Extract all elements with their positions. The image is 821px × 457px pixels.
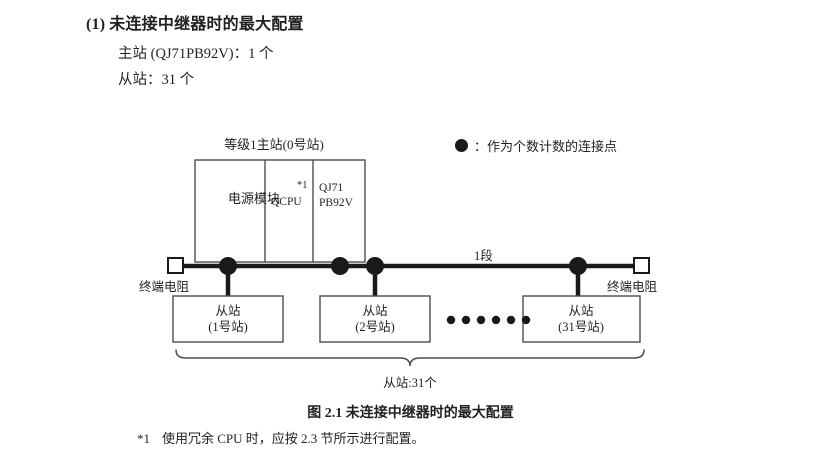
terminator-right-label: 终端电阻 — [607, 280, 658, 294]
footnote-marker: *1 — [137, 431, 150, 446]
figure-caption: 图 2.1 未连接中继器时的最大配置 — [307, 406, 514, 421]
slave-31-title: 从站 — [568, 304, 594, 318]
slave-31-station: (31号站) — [558, 320, 604, 334]
slave-group-brace — [175, 349, 645, 367]
slave-box-1 — [172, 295, 284, 343]
section-number: (1) — [86, 16, 106, 33]
slave-label-31: 从站 (31号站) — [558, 303, 604, 335]
segment-label: 1段 — [474, 249, 493, 263]
slave-label-1: 从站 (1号站) — [208, 303, 248, 335]
connection-dot-slave-31 — [569, 257, 587, 275]
spec-master-count: 主站 (QJ71PB92V)：1 个 — [118, 46, 274, 62]
footnote-text: 使用冗余 CPU 时，应按 2.3 节所示进行配置。 — [162, 431, 425, 446]
network-module-label-line1: QJ71 — [319, 182, 344, 194]
cpu-module-label: QCPU — [271, 196, 302, 208]
section-heading: (1)未连接中继器时的最大配置 — [86, 10, 304, 34]
slave-1-title: 从站 — [215, 304, 241, 318]
slave-2-station: (2号站) — [355, 320, 395, 334]
network-module-label-line2: PB92V — [319, 197, 353, 209]
slave-box-2 — [319, 295, 431, 343]
master-rack — [194, 159, 366, 263]
slave-box-31 — [522, 295, 641, 343]
connection-point-icon — [455, 139, 468, 152]
terminator-left-label: 终端电阻 — [139, 280, 190, 294]
section-title: 未连接中继器时的最大配置 — [109, 16, 304, 33]
master-rack-outline — [194, 159, 366, 263]
master-rack-title: 等级1主站(0号站) — [224, 137, 324, 152]
connection-dot-slave-2 — [366, 257, 384, 275]
connection-dot-slave-1 — [219, 257, 237, 275]
power-module-label: 电源模块 — [228, 191, 281, 206]
slave-label-2: 从站 (2号站) — [355, 303, 395, 335]
legend-text: ：作为个数计数的连接点 — [474, 139, 618, 154]
ellipsis-dots — [446, 315, 531, 325]
legend: ：作为个数计数的连接点 — [455, 136, 617, 155]
slave-2-title: 从站 — [362, 304, 388, 318]
terminator-right-icon — [633, 257, 650, 274]
terminator-left-icon — [167, 257, 184, 274]
slave-1-station: (1号站) — [208, 320, 248, 334]
cpu-module-footnote-marker: *1 — [297, 180, 308, 191]
slave-group-caption: 从站:31个 — [383, 376, 437, 390]
connection-dot-master — [331, 257, 349, 275]
spec-slave-count: 从站：31 个 — [118, 72, 195, 88]
network-module-label: QJ71 PB92V — [319, 181, 353, 211]
footnote: *1 使用冗余 CPU 时，应按 2.3 节所示进行配置。 — [137, 428, 425, 447]
